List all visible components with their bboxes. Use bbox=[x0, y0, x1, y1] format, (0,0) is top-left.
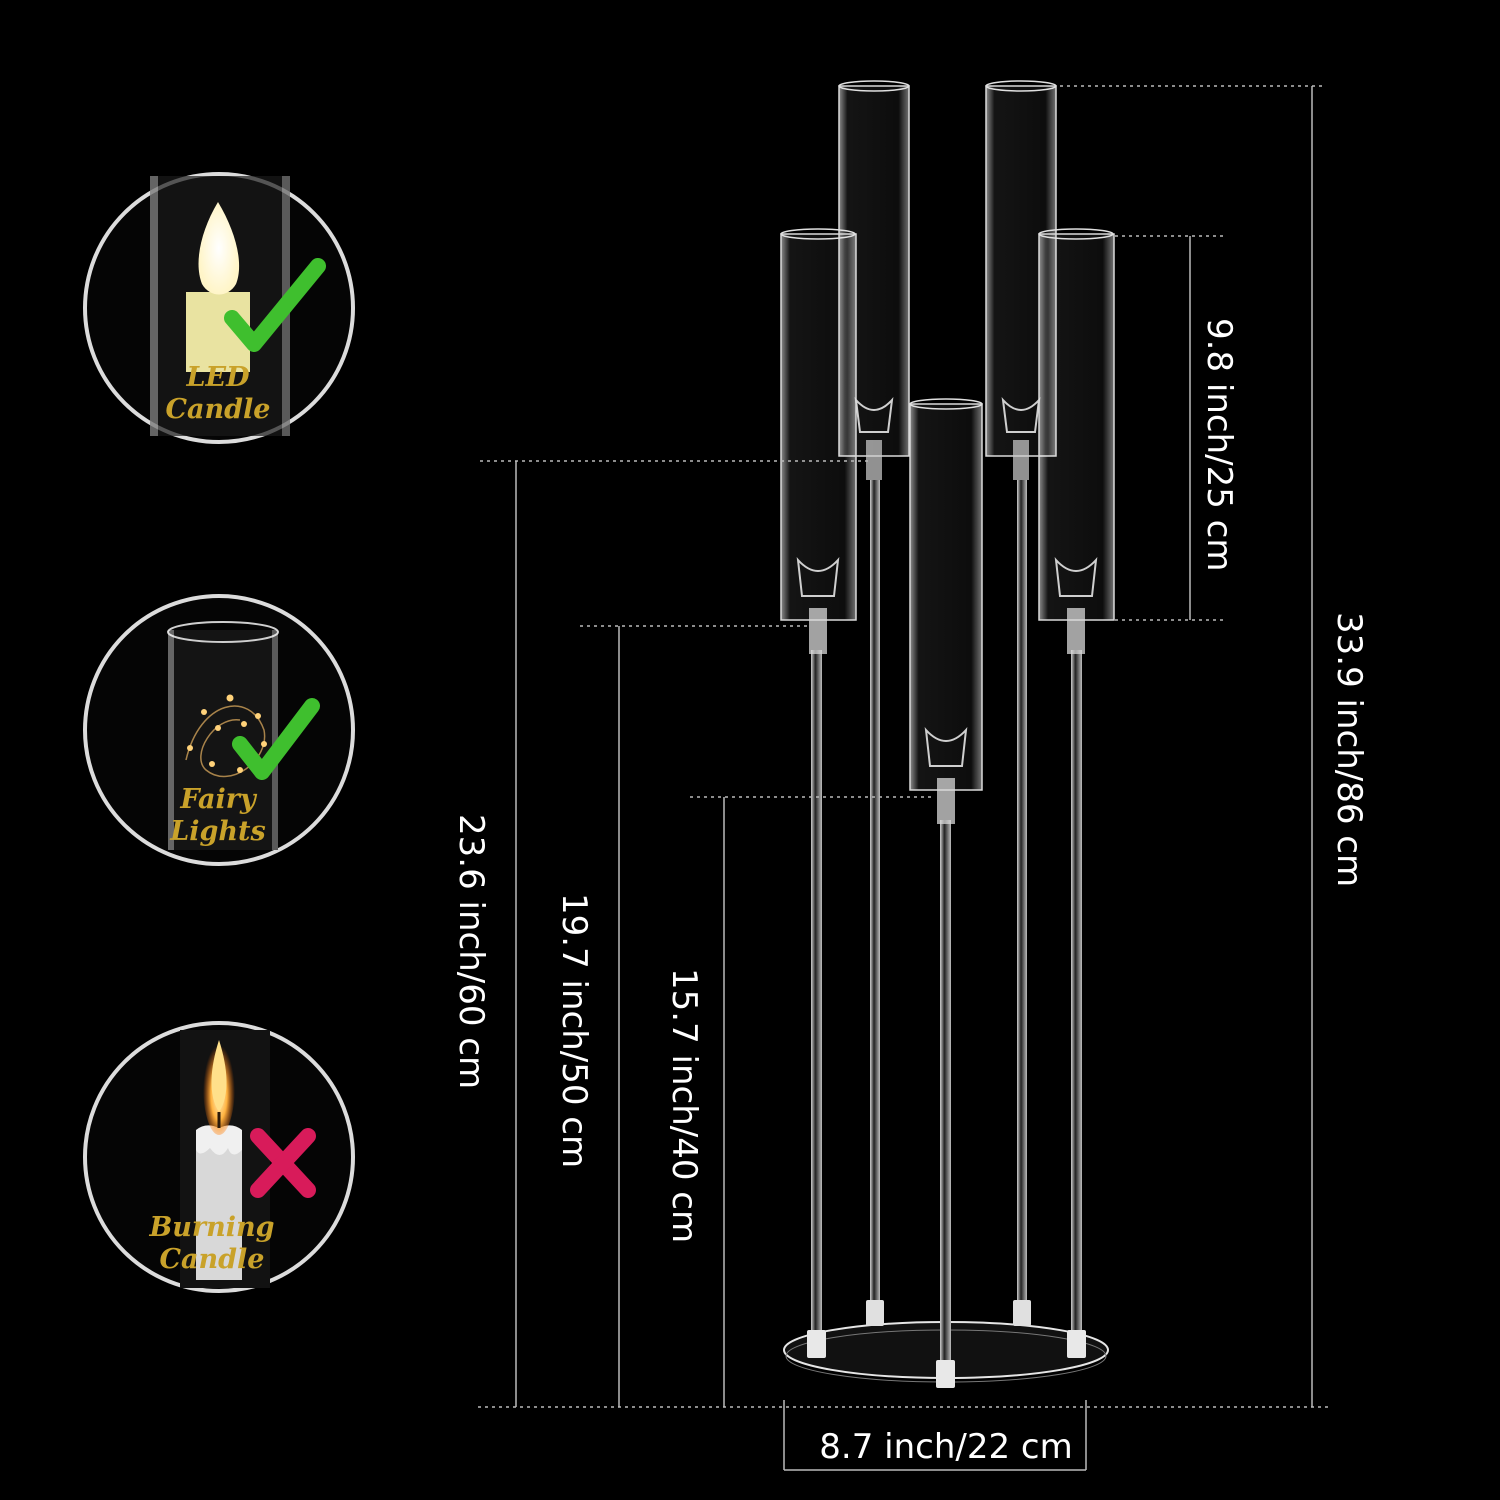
cross-icon bbox=[250, 1128, 316, 1198]
burning-candle-icon bbox=[196, 1035, 242, 1280]
rod bbox=[1017, 480, 1027, 1310]
dimension-lines bbox=[478, 85, 1330, 1471]
badge-line1: LED bbox=[186, 362, 251, 393]
base-width-label: 8.7 inch/22 cm bbox=[819, 1427, 1072, 1467]
total-height-label: 33.9 inch/86 cm bbox=[1329, 612, 1369, 887]
height-50-label: 19.7 inch/50 cm bbox=[554, 893, 594, 1168]
glass-tube bbox=[1038, 228, 1115, 654]
led-candle-badge: LED Candle bbox=[83, 172, 355, 444]
glass-tube bbox=[909, 398, 983, 824]
badge-line2: Lights bbox=[169, 816, 265, 847]
badge-line1: Burning bbox=[148, 1212, 274, 1243]
height-40-label: 15.7 inch/40 cm bbox=[664, 968, 704, 1243]
badge-line2: Candle bbox=[166, 394, 271, 425]
badge-line1: Fairy bbox=[179, 784, 258, 815]
rod bbox=[870, 480, 880, 1310]
tube-height-label: 9.8 inch/25 cm bbox=[1199, 318, 1239, 571]
badge-line2: Candle bbox=[160, 1244, 265, 1275]
height-60-label: 23.6 inch/60 cm bbox=[451, 814, 491, 1089]
fairy-lights-badge: Fairy Lights bbox=[83, 594, 355, 866]
rod bbox=[1071, 650, 1082, 1340]
rod bbox=[811, 650, 822, 1340]
glass-tube bbox=[780, 228, 857, 654]
candelabra bbox=[780, 80, 1115, 1388]
check-icon bbox=[232, 698, 320, 780]
rod bbox=[940, 820, 951, 1370]
check-icon bbox=[224, 258, 326, 352]
burning-candle-badge: Burning Candle bbox=[83, 1021, 355, 1293]
